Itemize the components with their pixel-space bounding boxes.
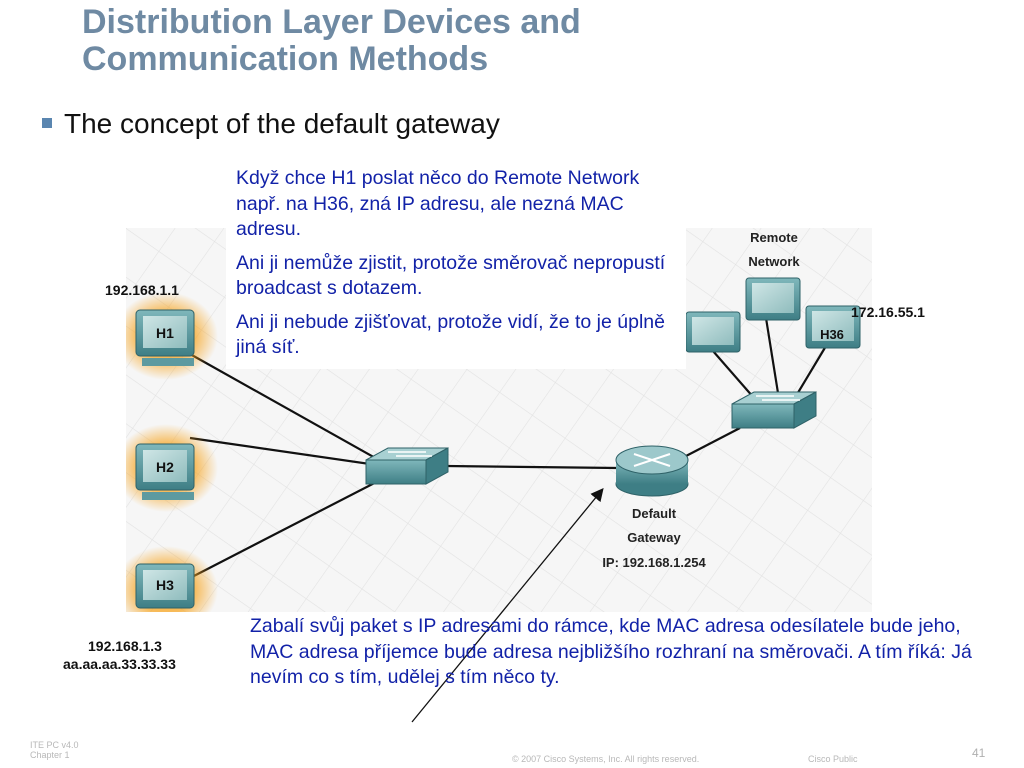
title-line-2: Communication Methods — [82, 40, 489, 78]
gateway-label-2: Gateway — [627, 530, 681, 545]
footer-public: Cisco Public — [808, 754, 858, 764]
link-h1-switch — [189, 353, 387, 465]
host-h1[interactable]: H1 — [126, 292, 218, 380]
slide-title: Distribution Layer Devices and Communica… — [82, 4, 581, 78]
remote-host-b[interactable] — [745, 277, 801, 321]
host-h3[interactable]: H3 — [126, 546, 218, 612]
h1-ip-label: 192.168.1.1 — [105, 282, 179, 298]
link-switch-router — [445, 464, 619, 470]
gateway-label-1: Default — [632, 506, 677, 521]
callout-top: Když chce H1 poslat něco do Remote Netwo… — [226, 162, 686, 369]
footer-copyright: © 2007 Cisco Systems, Inc. All rights re… — [512, 754, 700, 764]
title-line-1: Distribution Layer Devices and — [82, 3, 581, 41]
footer-course: ITE PC v4.0 Chapter 1 — [30, 740, 79, 760]
host-h1-label: H1 — [156, 325, 174, 341]
remote-network-label-2: Network — [748, 254, 800, 269]
screen — [143, 316, 187, 348]
h3-mac-label: aa.aa.aa.33.33.33 — [63, 656, 176, 672]
screen — [752, 283, 794, 313]
bullet-square-icon — [42, 117, 52, 128]
lan-switch-icon[interactable] — [365, 447, 449, 485]
remote-host-a[interactable] — [685, 311, 741, 353]
screen — [143, 450, 187, 482]
bullet-text: The concept of the default gateway — [64, 108, 500, 139]
host-h36-label: H36 — [820, 327, 844, 342]
remote-switch-icon[interactable] — [731, 391, 817, 429]
footer-course-line-1: ITE PC v4.0 — [30, 740, 79, 750]
h3-ip-label: 192.168.1.3 — [88, 638, 162, 654]
callout-top-paragraph-2: Ani ji nemůže zjistit, protože směrovač … — [236, 251, 666, 300]
link-remote-host-b — [764, 317, 780, 394]
link-h3-switch — [189, 475, 389, 579]
bullet-point: The concept of the default gateway — [42, 108, 500, 140]
link-router-remote-switch — [685, 427, 741, 457]
keyboard-icon — [142, 358, 194, 366]
host-h3-label: H3 — [156, 577, 174, 593]
footer-course-line-2: Chapter 1 — [30, 750, 70, 760]
callout-top-paragraph-1: Když chce H1 poslat něco do Remote Netwo… — [236, 167, 640, 240]
screen — [143, 570, 187, 600]
host-h2[interactable]: H2 — [126, 424, 218, 512]
page-number: 41 — [972, 746, 986, 760]
remote-host-h36[interactable]: H36 — [805, 305, 861, 349]
h36-ip-label: 172.16.55.1 — [851, 304, 925, 320]
router-icon[interactable] — [615, 445, 689, 497]
gateway-ip-label: IP: 192.168.1.254 — [602, 555, 706, 570]
screen — [812, 311, 854, 341]
remote-network-label-1: Remote — [750, 230, 798, 245]
callout-bottom: Zabalí svůj paket s IP adresami do rámce… — [250, 615, 972, 688]
screen — [692, 317, 734, 345]
link-remote-host-h36 — [795, 345, 827, 397]
keyboard-icon — [142, 492, 194, 500]
host-h2-label: H2 — [156, 459, 174, 475]
link-h2-switch — [189, 436, 385, 468]
callout-top-paragraph-3: Ani ji nebude zjišťovat, protože vidí, ž… — [236, 310, 665, 359]
